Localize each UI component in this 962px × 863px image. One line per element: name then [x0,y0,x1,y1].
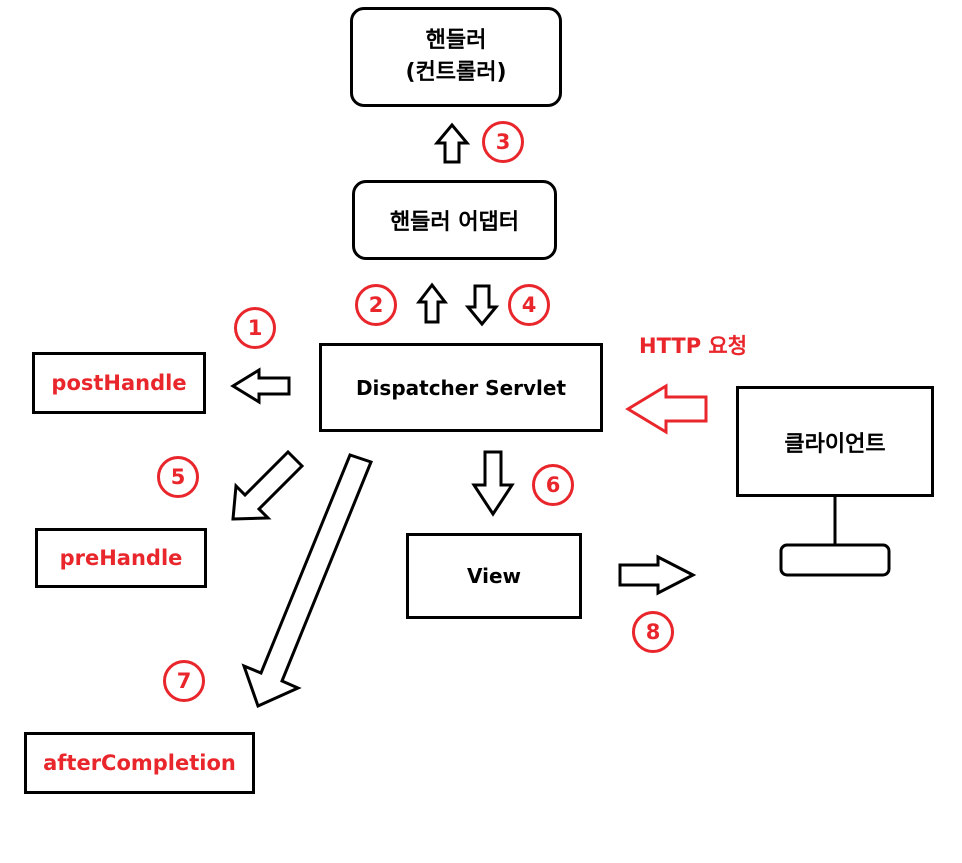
handler-label: 핸들러 [425,28,487,53]
step-badge-1: 1 [234,307,276,349]
handler-adapter-box: 핸들러 어댑터 [352,180,557,260]
http-request-label: HTTP 요청 [639,334,748,358]
arrow-dispatcher-to-adapter [415,282,449,324]
arrow-dispatcher-to-posthandle [230,367,291,405]
monitor-base [779,543,891,577]
step-badge-6: 6 [532,464,574,506]
view-label: View [466,564,522,588]
arrow-dispatcher-to-aftercompletion [241,453,373,709]
aftercompletion-box: afterCompletion [24,732,255,794]
arrow-http-request [625,383,708,435]
prehandle-label: preHandle [59,546,183,570]
client-label: 클라이언트 [784,431,886,457]
arrow-adapter-to-handler [433,122,471,164]
client-box: 클라이언트 [736,386,934,497]
dispatcher-servlet-box: Dispatcher Servlet [319,343,603,432]
dispatcher-servlet-label: Dispatcher Servlet [355,375,567,400]
arrow-view-to-client [618,554,697,596]
step-badge-7: 7 [163,660,205,702]
arrow-adapter-to-dispatcher [464,284,500,327]
posthandle-box: postHandle [32,352,206,414]
posthandle-label: postHandle [51,371,187,395]
prehandle-box: preHandle [35,528,207,588]
step-badge-2: 2 [355,284,397,326]
step-badge-4: 4 [508,284,550,326]
step-badge-5: 5 [157,456,199,498]
handler-sublabel: (컨트롤러) [405,60,507,85]
handler-adapter-label: 핸들러 어댑터 [389,210,520,235]
aftercompletion-label: afterCompletion [43,751,236,775]
step-badge-3: 3 [482,121,524,163]
arrow-dispatcher-to-prehandle [231,449,305,521]
step-badge-8: 8 [632,611,674,653]
view-box: View [406,533,582,619]
arrow-dispatcher-to-view [471,450,515,517]
handler-box: 핸들러 (컨트롤러) [350,7,562,107]
